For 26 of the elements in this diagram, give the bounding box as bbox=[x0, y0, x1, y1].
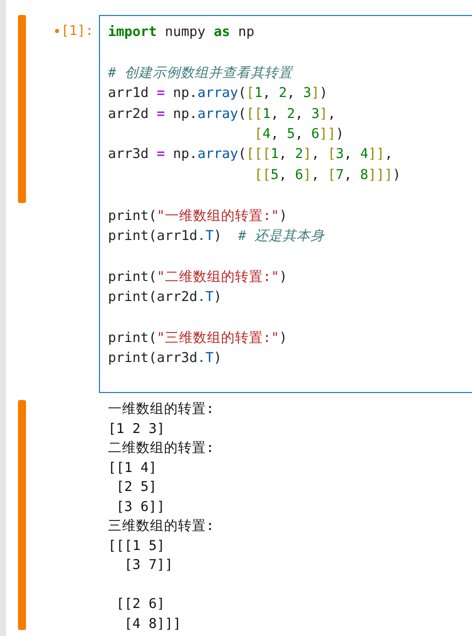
output-line: [1 2 3] bbox=[108, 420, 165, 438]
output-line: [[1 4] bbox=[108, 458, 157, 476]
code-line: [4, 5, 6]]) bbox=[254, 125, 344, 143]
output-line: 一维数组的转置: bbox=[108, 400, 214, 418]
code-line: print("二维数组的转置:") bbox=[108, 268, 288, 286]
code-line: arr2d = np.array([[1, 2, 3], bbox=[108, 104, 336, 123]
code-line: [[5, 6], [7, 8]]]) bbox=[254, 166, 401, 184]
output-line: [4 8]]] bbox=[124, 614, 182, 632]
output-line: [[2 6] bbox=[116, 595, 165, 613]
code-line: print("三维数组的转置:") bbox=[108, 329, 288, 347]
code-line: print("一维数组的转置:") bbox=[108, 206, 288, 225]
output-line: [[[1 5] bbox=[108, 536, 165, 554]
output-line: 三维数组的转置: bbox=[108, 517, 214, 535]
output-line: [3 6]] bbox=[116, 498, 165, 516]
code-line: import numpy as np bbox=[108, 23, 254, 41]
code-line: arr3d = np.array([[[1, 2], [3, 4]], bbox=[108, 145, 393, 164]
output-line: [3 7]] bbox=[124, 556, 174, 574]
code-line: arr1d = np.array([1, 2, 3]) bbox=[108, 84, 328, 102]
output-line: 二维数组的转置: bbox=[108, 439, 214, 457]
prompt-label: [1]: bbox=[61, 22, 94, 40]
code-line: print(arr3d.T) bbox=[108, 349, 222, 368]
code-line: # 创建示例数组并查看其转置 bbox=[108, 64, 292, 82]
code-line: print(arr2d.T) bbox=[108, 288, 222, 306]
code-line: print(arr1d.T) # 还是其本身 bbox=[108, 227, 324, 245]
output-line: [2 5] bbox=[116, 478, 157, 496]
code-cell bbox=[99, 15, 472, 393]
